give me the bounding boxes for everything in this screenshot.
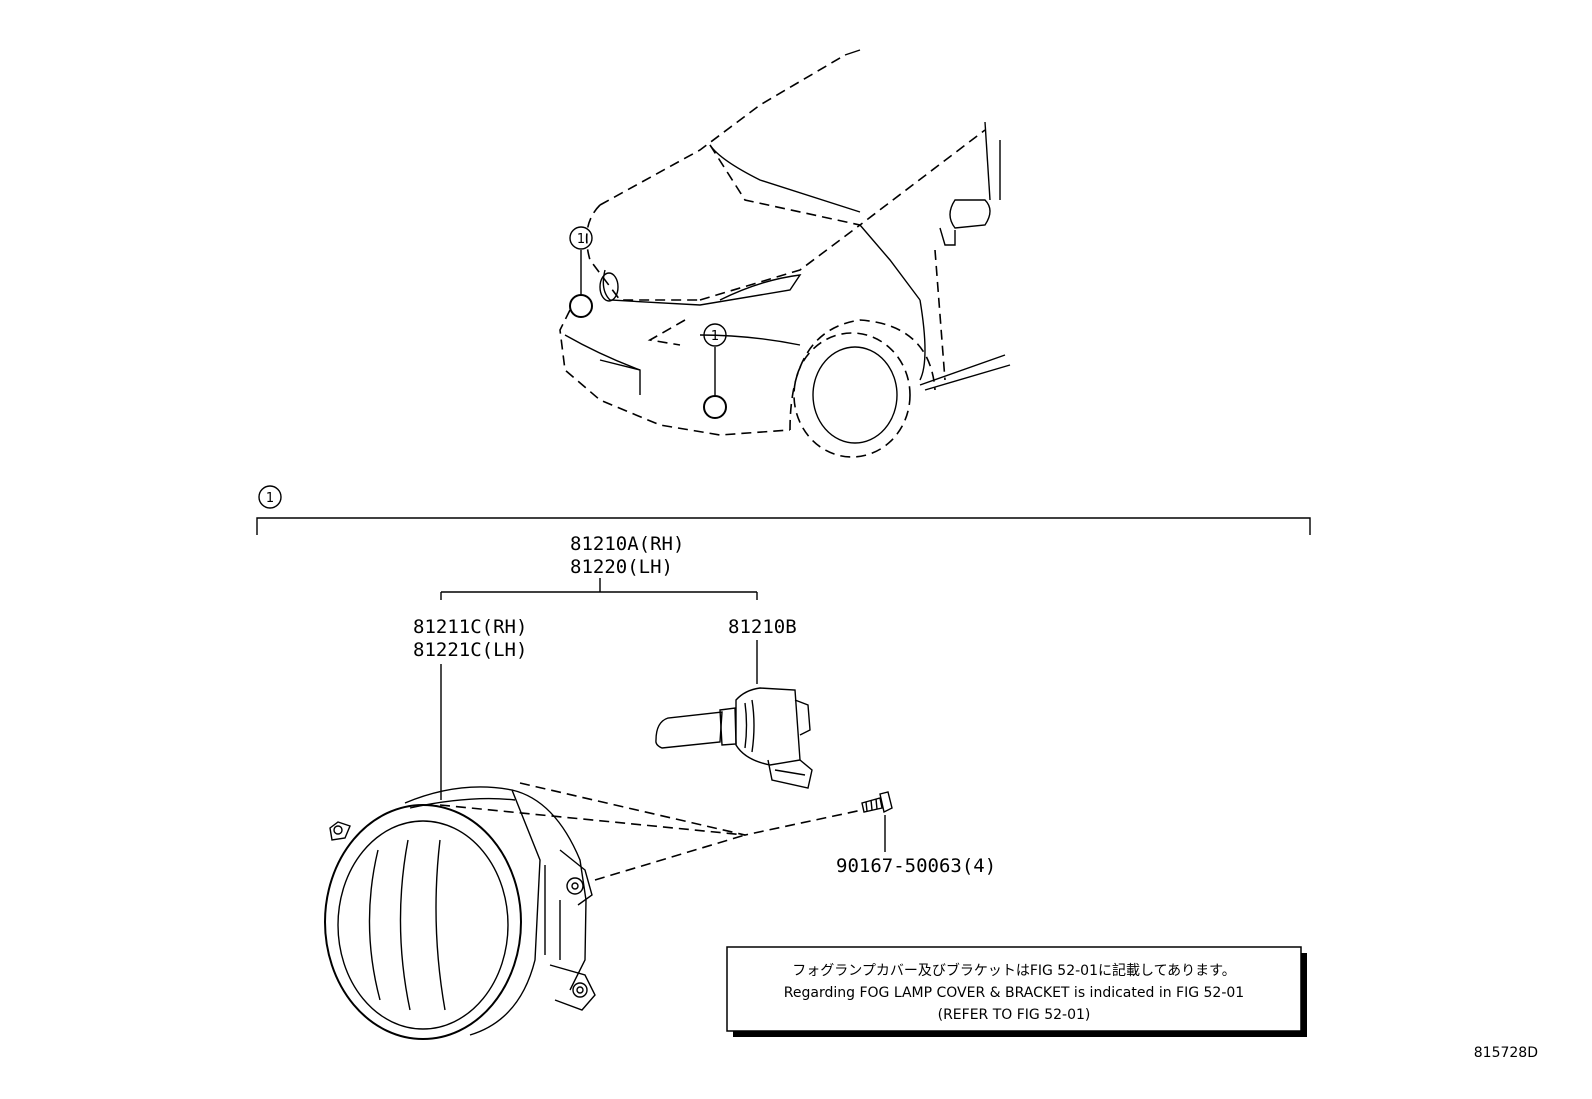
fog-lamp-location-lh [703,395,727,419]
fog-lamp-location-rh [569,294,593,318]
callout-number-rh: 1 [577,232,585,247]
car-front-illustration: 1 1 [559,49,1011,458]
part-label-unit-lh: 81221C(LH) [413,639,527,661]
fog-lamp-unit [324,786,596,1040]
group-callout-circle [258,485,282,509]
part-label-assembly-lh: 81220(LH) [570,556,673,578]
note-japanese: フォグランプカバー及びブラケットはFIG 52-01に記載してあります。 [792,962,1236,979]
callout-circle-rh [569,226,593,250]
note-refer: (REFER TO FIG 52-01) [938,1007,1091,1023]
figure-id: 815728D [1474,1045,1538,1061]
part-label-assembly-rh: 81210A(RH) [570,533,684,555]
callout-circle-lh [703,323,727,347]
fog-lamp-bulb [655,687,813,789]
part-label-bulb: 81210B [728,616,797,638]
exploded-view: 1 81210A(RH) 81220(LH) 81211C(RH) 81221C… [256,485,1311,1040]
part-label-screw: 90167-50063(4) [836,855,996,877]
group-callout-number: 1 [266,491,274,506]
callout-number-lh: 1 [711,329,719,344]
assembly-leader [440,578,758,600]
screw [861,791,893,814]
group-bracket [256,517,1311,535]
part-label-unit-rh: 81211C(RH) [413,616,527,638]
reference-note: フォグランプカバー及びブラケットはFIG 52-01に記載してあります。 Reg… [726,946,1307,1037]
note-english: Regarding FOG LAMP COVER & BRACKET is in… [784,985,1244,1001]
